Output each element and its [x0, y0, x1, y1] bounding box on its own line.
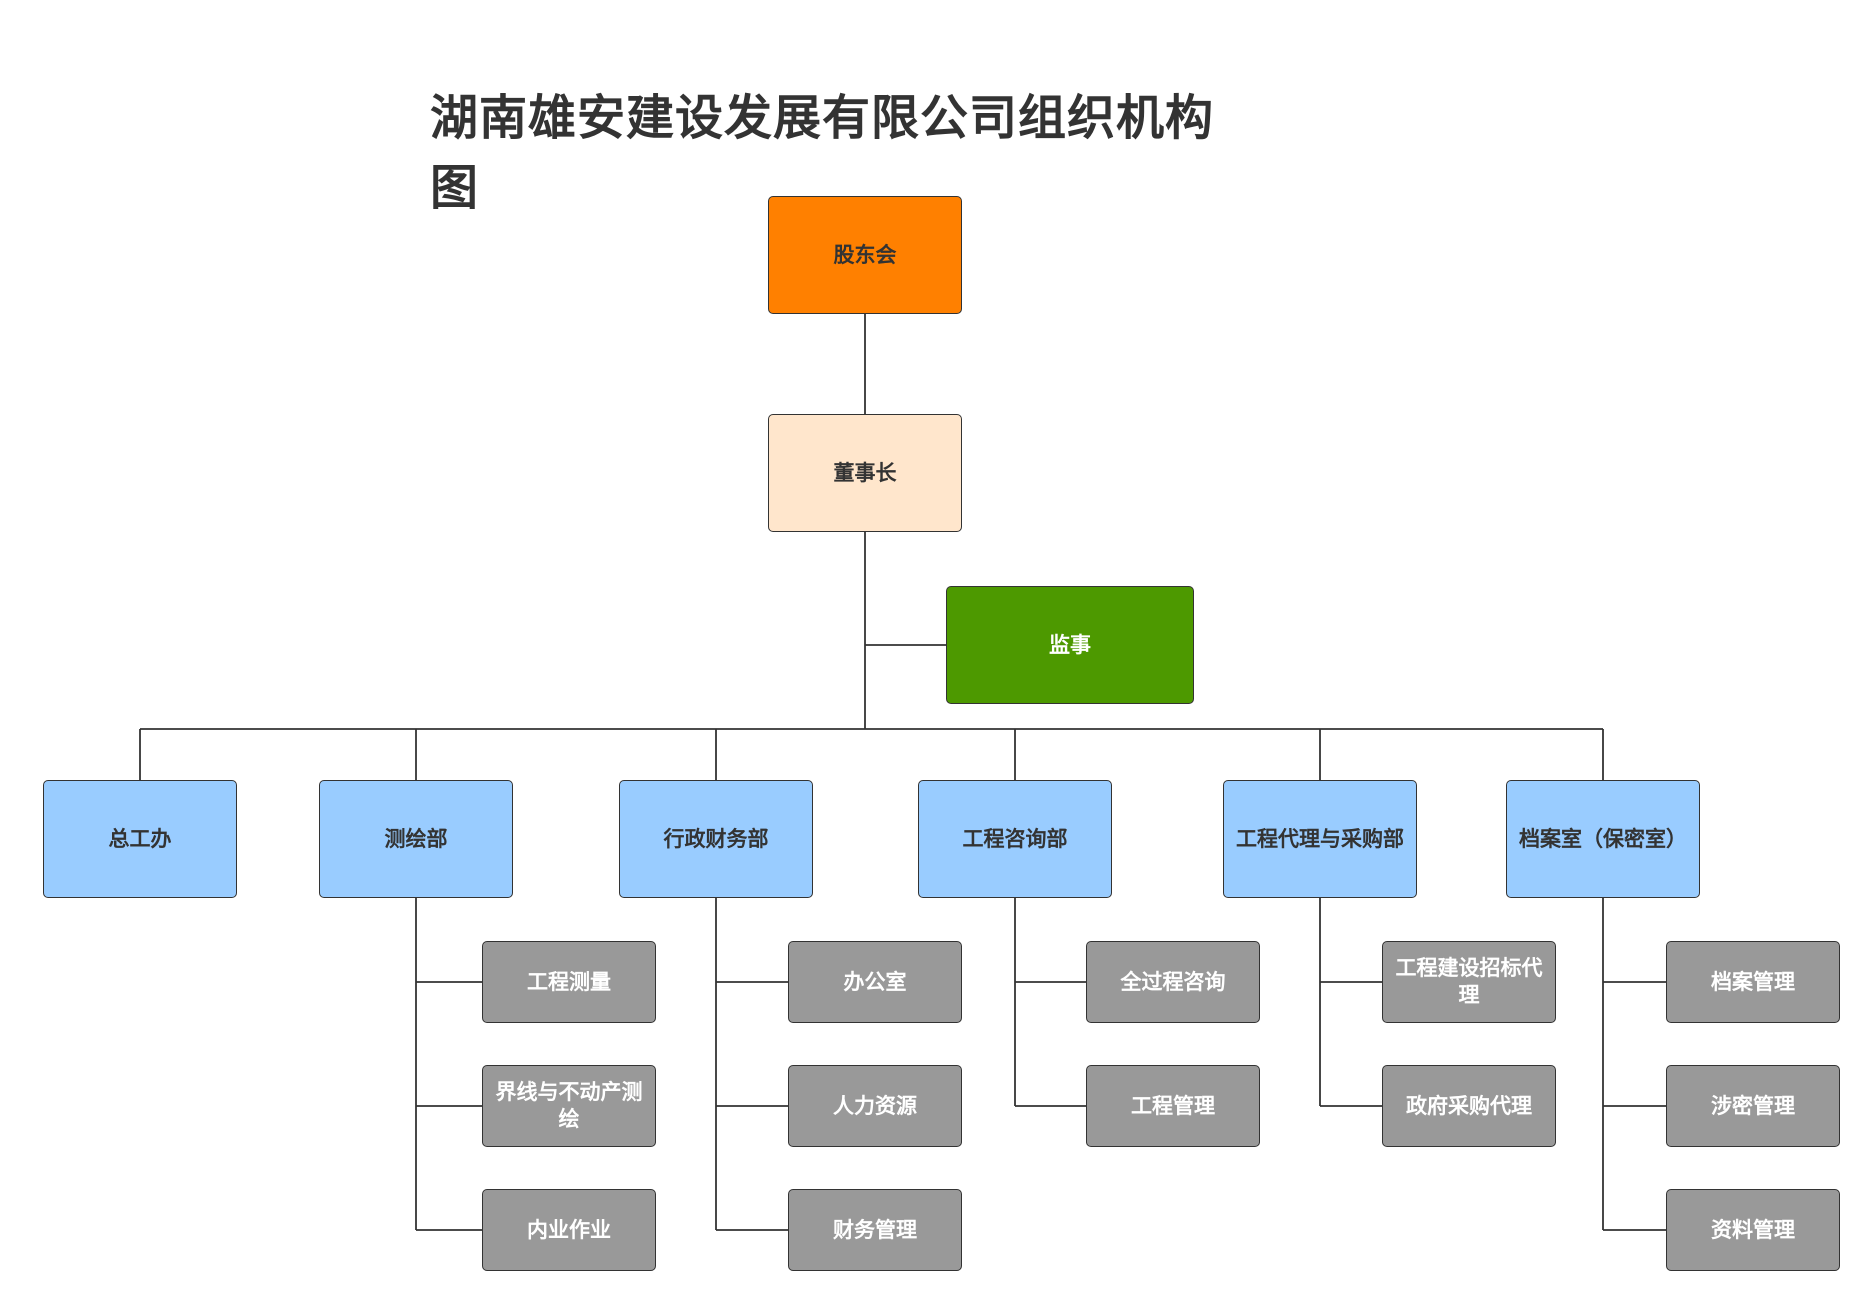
node-chairman: 董事长	[768, 414, 962, 532]
unit-office: 办公室	[788, 941, 962, 1023]
dept-archives: 档案室（保密室）	[1506, 780, 1700, 898]
unit-office-work: 内业作业	[482, 1189, 656, 1271]
unit-engineering-management: 工程管理	[1086, 1065, 1260, 1147]
unit-engineering-survey: 工程测量	[482, 941, 656, 1023]
dept-agency-procurement: 工程代理与采购部	[1223, 780, 1417, 898]
unit-document-management: 资料管理	[1666, 1189, 1840, 1271]
dept-surveying: 测绘部	[319, 780, 513, 898]
page-title: 湖南雄安建设发展有限公司组织机构图	[430, 90, 1215, 216]
unit-human-resources: 人力资源	[788, 1065, 962, 1147]
dept-general-engineering-office: 总工办	[43, 780, 237, 898]
unit-finance-management: 财务管理	[788, 1189, 962, 1271]
unit-classified-management: 涉密管理	[1666, 1065, 1840, 1147]
dept-admin-finance: 行政财务部	[619, 780, 813, 898]
node-shareholders: 股东会	[768, 196, 962, 314]
unit-whole-process-consulting: 全过程咨询	[1086, 941, 1260, 1023]
node-supervisor: 监事	[946, 586, 1194, 704]
unit-bidding-agency: 工程建设招标代理	[1382, 941, 1556, 1023]
unit-archive-management: 档案管理	[1666, 941, 1840, 1023]
dept-engineering-consulting: 工程咨询部	[918, 780, 1112, 898]
unit-boundary-property-survey: 界线与不动产测绘	[482, 1065, 656, 1147]
unit-government-procurement-agency: 政府采购代理	[1382, 1065, 1556, 1147]
